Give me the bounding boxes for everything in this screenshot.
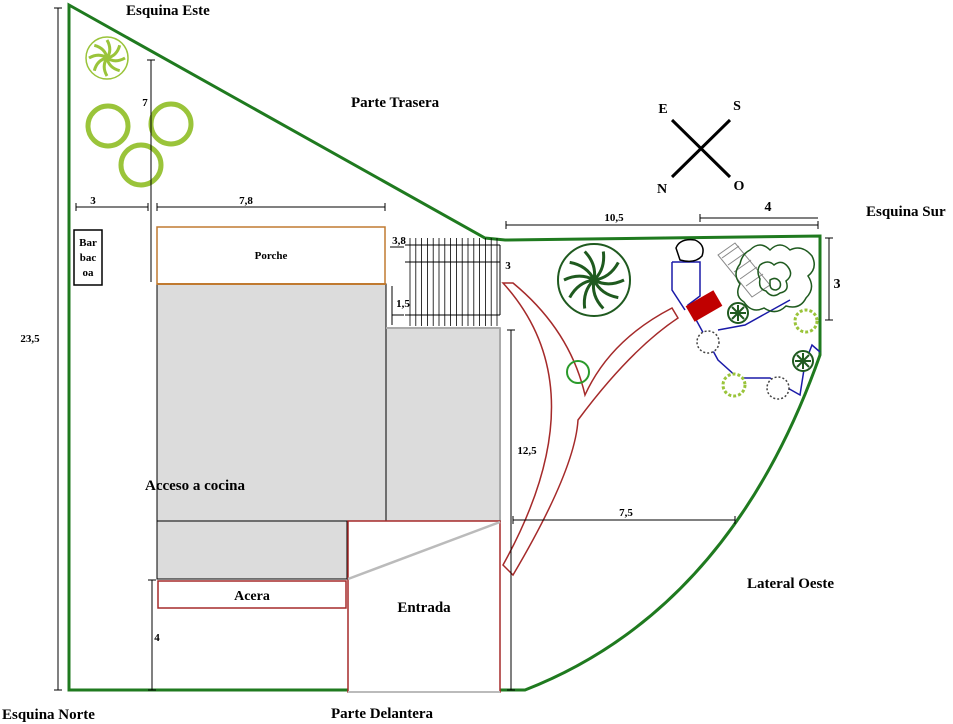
compass-e: E: [658, 102, 667, 117]
dim-7-5: 7,5: [619, 507, 633, 519]
dim-3-left: 3: [90, 195, 96, 207]
dimension-lines: [54, 7, 833, 691]
label-porche: Porche: [255, 250, 288, 262]
garden-path-curve: [501, 282, 680, 577]
curly-shrub: [735, 244, 815, 313]
deck: [386, 238, 500, 329]
entrance-diagonal: [347, 520, 501, 581]
label-lateral-oeste: Lateral Oeste: [747, 576, 834, 592]
barbecue: [73, 229, 103, 286]
small-tree-yellow-1: [793, 308, 819, 334]
dim-4-bottom: 4: [154, 632, 160, 644]
tree-ring-2: [148, 101, 194, 147]
large-tree: [557, 243, 631, 317]
label-acera: Acera: [234, 589, 270, 604]
lot-boundary: [67, 2, 822, 692]
barbecue-label-3: oa: [83, 267, 95, 279]
label-entrada: Entrada: [397, 600, 451, 616]
label-esquina-este: Esquina Este: [126, 3, 210, 19]
dim-12-5: 12,5: [517, 445, 537, 457]
small-tree-dark-2: [792, 350, 814, 372]
compass-n: N: [657, 182, 667, 197]
small-tree-gray-1: [696, 330, 720, 354]
house-side: [385, 327, 501, 522]
porch: [156, 226, 386, 285]
dim-3-right: 3: [834, 277, 841, 292]
compass-o: O: [734, 179, 745, 194]
small-tree-dark-1: [727, 302, 749, 324]
dim-23-5: 23,5: [20, 333, 40, 345]
sidewalk: [157, 580, 347, 609]
compass: E S N O: [657, 99, 745, 197]
dim-1-5: 1,5: [396, 298, 410, 310]
dim-7: 7: [142, 97, 148, 109]
compass-s: S: [733, 99, 741, 114]
dim-7-8: 7,8: [239, 195, 253, 207]
barbecue-label-1: Bar: [79, 237, 97, 249]
dim-3-deck: 3: [505, 260, 511, 272]
kitchen-access-strip: [156, 520, 348, 580]
label-parte-trasera: Parte Trasera: [351, 95, 440, 111]
small-shrub: [566, 360, 590, 384]
dim-10-5: 10,5: [604, 212, 624, 224]
small-tree-gray-2: [766, 376, 790, 400]
label-acceso-cocina: Acceso a cocina: [145, 478, 245, 494]
label-parte-delantera: Parte Delantera: [331, 706, 434, 722]
tree-ring-1: [85, 103, 131, 149]
tree-ring-3: [118, 142, 164, 188]
bench: [685, 290, 723, 322]
label-esquina-norte: Esquina Norte: [2, 707, 95, 723]
dim-3-8: 3,8: [392, 235, 406, 247]
dim-4-top: 4: [765, 200, 772, 215]
barbecue-label-2: bac: [80, 252, 97, 264]
small-tree-yellow-2: [721, 372, 747, 398]
tree-light-top: [85, 36, 129, 80]
label-esquina-sur: Esquina Sur: [866, 204, 946, 220]
rock: [675, 238, 704, 263]
